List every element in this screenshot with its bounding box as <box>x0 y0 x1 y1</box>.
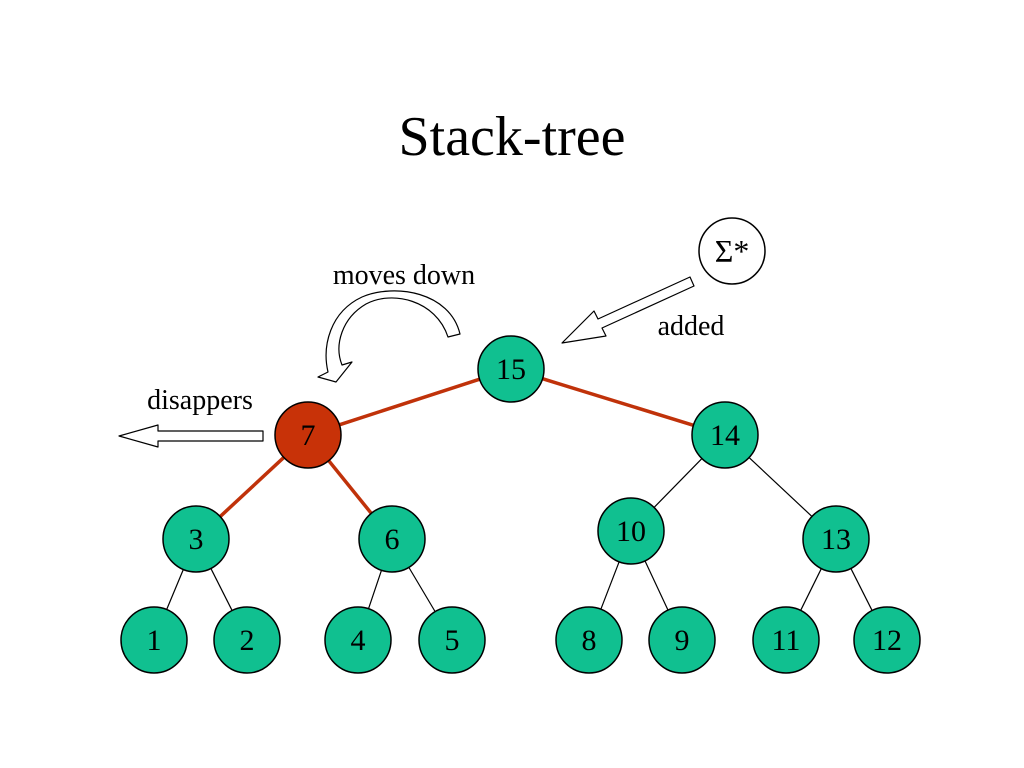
edge-15-14 <box>542 377 694 427</box>
node-label-3: 3 <box>189 523 204 556</box>
node-label-6: 6 <box>385 523 400 556</box>
edge-3-2 <box>210 568 233 611</box>
sigma-star-label: Σ* <box>715 233 750 269</box>
tree-node-12: 12 <box>853 606 921 674</box>
node-label-14: 14 <box>710 419 740 452</box>
moves-down-arrow <box>317 290 461 383</box>
node-circle-8 <box>555 606 623 674</box>
edge-7-6 <box>327 459 373 515</box>
tree-node-3: 3 <box>162 505 230 573</box>
added-arrow <box>561 276 695 344</box>
edge-15-7 <box>338 377 481 427</box>
edge-6-5 <box>408 567 436 612</box>
node-label-1: 1 <box>147 624 162 657</box>
node-label-2: 2 <box>240 624 255 657</box>
node-circle-15 <box>477 335 545 403</box>
moves-down-label: moves down <box>333 260 475 291</box>
tree-node-11: 11 <box>752 606 820 674</box>
node-circle-14 <box>691 401 759 469</box>
edge-10-8 <box>600 561 620 610</box>
edge-10-9 <box>644 560 669 611</box>
tree-node-6: 6 <box>358 505 426 573</box>
tree-node-1: 1 <box>120 606 188 674</box>
node-label-8: 8 <box>582 624 597 657</box>
node-label-7: 7 <box>301 419 316 452</box>
node-circle-12 <box>853 606 921 674</box>
disappears-arrow <box>118 424 264 448</box>
tree-node-15: 15 <box>477 335 545 403</box>
tree-node-5: 5 <box>418 606 486 674</box>
tree-node-14: 14 <box>691 401 759 469</box>
tree-node-9: 9 <box>648 606 716 674</box>
sigma-star-circle <box>698 217 766 285</box>
edge-14-10 <box>653 458 703 508</box>
node-circle-11 <box>752 606 820 674</box>
edge-14-13 <box>748 457 813 517</box>
disappears-label: disappers <box>147 385 253 416</box>
node-circle-6 <box>358 505 426 573</box>
tree-node-13: 13 <box>802 505 870 573</box>
node-label-9: 9 <box>675 624 690 657</box>
node-circle-13 <box>802 505 870 573</box>
slide-title: Stack-tree <box>399 106 626 168</box>
node-circle-5 <box>418 606 486 674</box>
node-label-5: 5 <box>445 624 460 657</box>
node-label-10: 10 <box>616 515 646 548</box>
node-label-12: 12 <box>872 624 902 657</box>
node-circle-10 <box>597 497 665 565</box>
tree-node-4: 4 <box>324 606 392 674</box>
node-label-4: 4 <box>351 624 366 657</box>
node-circle-7 <box>274 401 342 469</box>
node-label-15: 15 <box>496 353 526 386</box>
tree-edges <box>166 377 873 612</box>
node-circle-1 <box>120 606 188 674</box>
tree-node-7: 7 <box>274 401 342 469</box>
node-label-11: 11 <box>772 624 801 657</box>
node-circle-3 <box>162 505 230 573</box>
node-circle-9 <box>648 606 716 674</box>
node-circle-2 <box>213 606 281 674</box>
edge-7-3 <box>218 456 286 518</box>
tree-node-2: 2 <box>213 606 281 674</box>
added-label: added <box>658 311 725 342</box>
edge-6-4 <box>367 570 383 609</box>
edge-3-1 <box>166 569 184 610</box>
node-circle-4 <box>324 606 392 674</box>
node-label-13: 13 <box>821 523 851 556</box>
tree-node-8: 8 <box>555 606 623 674</box>
edge-13-11 <box>800 568 822 611</box>
edge-13-12 <box>850 568 873 611</box>
tree-node-10: 10 <box>597 497 665 565</box>
